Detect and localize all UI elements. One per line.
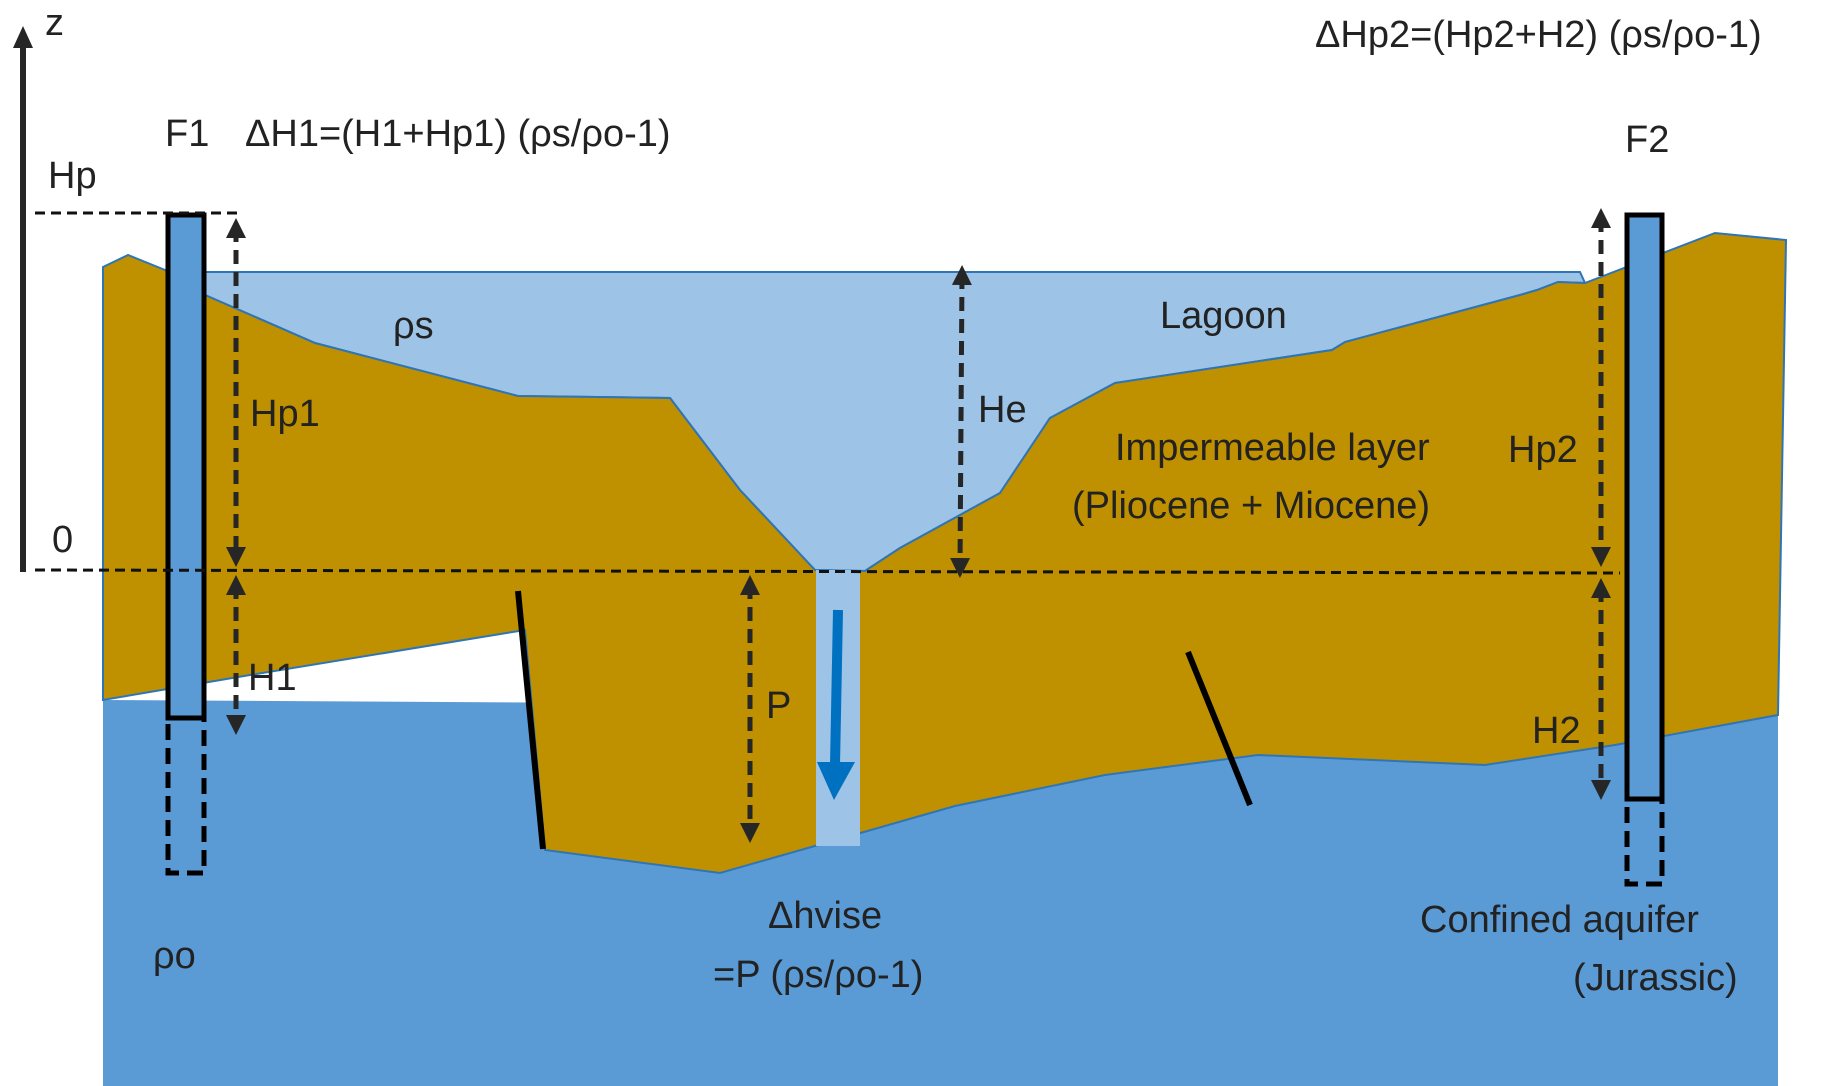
rho-s-label: ρs: [393, 305, 434, 347]
zero-datum-line: [34, 568, 1621, 575]
dhvise-label-line1: Δhvise: [768, 895, 882, 937]
hp1-label: Hp1: [250, 393, 320, 435]
confined-aquifer-region: [103, 700, 1778, 1086]
confined-aquifer-label-line1: Confined aquifer: [1420, 899, 1699, 941]
hp-label: Hp: [48, 155, 97, 197]
well-f2-screen: [1624, 796, 1665, 887]
fault-left: [515, 590, 546, 850]
impermeable-layer-label-line2: (Pliocene + Miocene): [1072, 485, 1430, 527]
dhvise-label-line2: =P (ρs/ρo-1): [713, 954, 923, 996]
he-label: He: [978, 389, 1027, 431]
well-f2-label: F2: [1625, 119, 1669, 161]
well-f1-label: F1: [165, 113, 209, 155]
z-axis-label: z: [45, 2, 64, 44]
zero-label: 0: [52, 519, 73, 561]
h1-label: H1: [248, 657, 297, 699]
dhp2-formula: ΔHp2=(Hp2+H2) (ρs/ρo-1): [1315, 14, 1762, 56]
confined-aquifer-label-line2: (Jurassic): [1573, 957, 1738, 999]
well-f1-casing: [165, 212, 207, 721]
flow-arrow-head: [817, 762, 855, 800]
impermeable-layer-label-line1: Impermeable layer: [1115, 427, 1430, 469]
z-axis-arrowhead: [13, 26, 33, 48]
p-label: P: [766, 685, 791, 727]
rho-o-label: ρo: [153, 935, 196, 977]
h2-label: H2: [1532, 710, 1581, 752]
well-f2-casing: [1624, 212, 1665, 802]
fault-right: [1185, 650, 1253, 807]
lagoon-label: Lagoon: [1160, 295, 1287, 337]
hp2-label: Hp2: [1508, 429, 1578, 471]
dh1-formula: ΔH1=(H1+Hp1) (ρs/ρo-1): [245, 113, 671, 155]
flow-arrow-shaft: [830, 609, 843, 766]
he-arrow: [950, 265, 972, 578]
